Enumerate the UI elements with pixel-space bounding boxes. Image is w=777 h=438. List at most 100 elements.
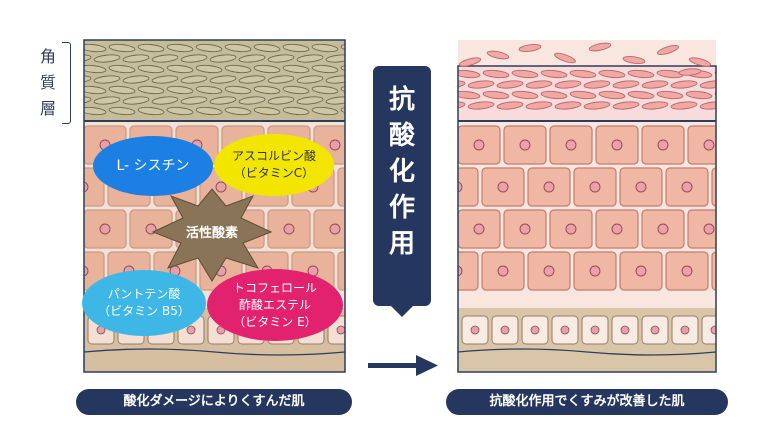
corneum-flake: [296, 75, 324, 84]
corneum-flake: [612, 101, 640, 110]
corneum-flake: [296, 54, 324, 63]
corneum-flake: [340, 43, 345, 53]
healthy-skin-panel: [458, 40, 776, 372]
shedding-flake: [588, 42, 612, 52]
antioxidant-banner-char: 作: [388, 193, 415, 223]
corneum-flake: [627, 69, 655, 79]
corneum-flake: [166, 85, 194, 95]
corneum-flake: [340, 85, 345, 95]
cell-nucleus: [519, 223, 531, 235]
basal-nucleus: [500, 325, 510, 335]
progress-arrow: [368, 355, 438, 376]
corneum-flake: [195, 43, 223, 53]
cell-nucleus: [84, 181, 89, 193]
corneum-flake: [151, 96, 179, 105]
cell-nucleus: [750, 140, 760, 150]
dull-corneum-flakes: [84, 43, 345, 116]
corneum-flake: [224, 85, 252, 95]
vitamin-c-bubble: [214, 134, 334, 196]
basal-nucleus: [680, 325, 690, 335]
cell-nucleus: [543, 265, 555, 277]
skin-cell: [458, 251, 479, 291]
skin-cell: [313, 209, 345, 249]
basal-nucleus: [530, 325, 540, 335]
corneum-flake: [137, 85, 165, 95]
corneum-flake: [296, 96, 324, 105]
corneum-flake: [467, 101, 495, 110]
corneum-flake: [311, 43, 339, 53]
corneum-flake: [137, 43, 165, 53]
corneum-flake: [108, 85, 136, 95]
corneum-flake: [282, 64, 310, 74]
basal-nucleus: [590, 325, 600, 335]
corneum-flake: [325, 54, 345, 63]
basement-membrane: [458, 348, 716, 356]
corneum-flake: [238, 96, 266, 105]
corneum-flake: [311, 106, 339, 116]
corneum-flake: [137, 106, 165, 116]
cell-nucleus: [497, 181, 509, 193]
active-oxygen-burst: [151, 188, 273, 282]
corneum-flake: [253, 43, 281, 53]
corneum-flake: [166, 64, 194, 74]
corneum-flake: [467, 80, 495, 89]
corneum-flake: [340, 106, 345, 116]
cystine-bubble: [93, 136, 213, 196]
cell-nucleus: [657, 139, 669, 151]
corneum-flake: [180, 75, 208, 84]
corneum-flake: [325, 75, 345, 84]
corneum-flake: [180, 96, 208, 105]
vitamin-b5-bubble: [82, 270, 206, 336]
corneum-flake: [554, 80, 582, 89]
corneum-flake: [714, 90, 716, 100]
corneum-flake: [656, 90, 684, 100]
skin-cell: [734, 126, 776, 164]
corneum-flake: [166, 106, 194, 116]
active-oxygen-label: 活性酸素: [185, 225, 238, 241]
cell-nucleus: [215, 181, 227, 193]
corneum-flake: [224, 106, 252, 116]
corneum-flake: [267, 75, 295, 84]
antioxidant-banner-char: 化: [388, 157, 415, 187]
corneum-flake: [685, 90, 713, 100]
cell-nucleus: [99, 223, 111, 235]
corneum-flake: [458, 90, 481, 100]
corneum-flake: [525, 101, 553, 110]
corneum-flake: [195, 85, 223, 95]
cell-nucleus: [473, 223, 485, 235]
corneum-flake: [282, 85, 310, 95]
corneum-flake: [84, 85, 107, 95]
antioxidant-banner-label: 抗酸化作用: [373, 82, 431, 262]
cell-nucleus: [458, 265, 463, 277]
corneum-flake: [583, 80, 611, 89]
cell-nucleus: [681, 181, 693, 193]
cell-nucleus: [635, 181, 647, 193]
cell-nucleus: [750, 224, 760, 234]
shedding-flake: [688, 57, 712, 67]
corneum-flake: [238, 75, 266, 84]
cell-nucleus: [565, 139, 577, 151]
shedding-flake: [486, 50, 510, 60]
corneum-flake: [598, 90, 626, 100]
vitamin-e-bubble: [207, 269, 343, 341]
corneum-flake: [209, 96, 237, 105]
corneum-flake: [496, 101, 524, 110]
corneum-flake: [325, 96, 345, 105]
corneum-flake: [122, 96, 150, 105]
healthy-basal-cells: [458, 315, 716, 356]
corneum-flake: [554, 101, 582, 110]
shedding-flakes: [458, 42, 712, 76]
corneum-flake: [224, 64, 252, 74]
stratum-corneum-bracket: [62, 42, 71, 124]
skin-cell: [687, 209, 716, 249]
cell-nucleus: [611, 139, 623, 151]
corneum-flake: [482, 90, 510, 100]
shedding-flake: [554, 52, 576, 64]
skin-cell: [711, 167, 716, 207]
corneum-flake: [540, 90, 568, 100]
basal-nucleus: [470, 325, 480, 335]
shedding-flake: [622, 56, 646, 64]
corneum-flake: [180, 54, 208, 63]
corneum-flake: [267, 96, 295, 105]
vitamin-b5-label: パントテン酸（ビタミン B5）: [98, 287, 190, 318]
